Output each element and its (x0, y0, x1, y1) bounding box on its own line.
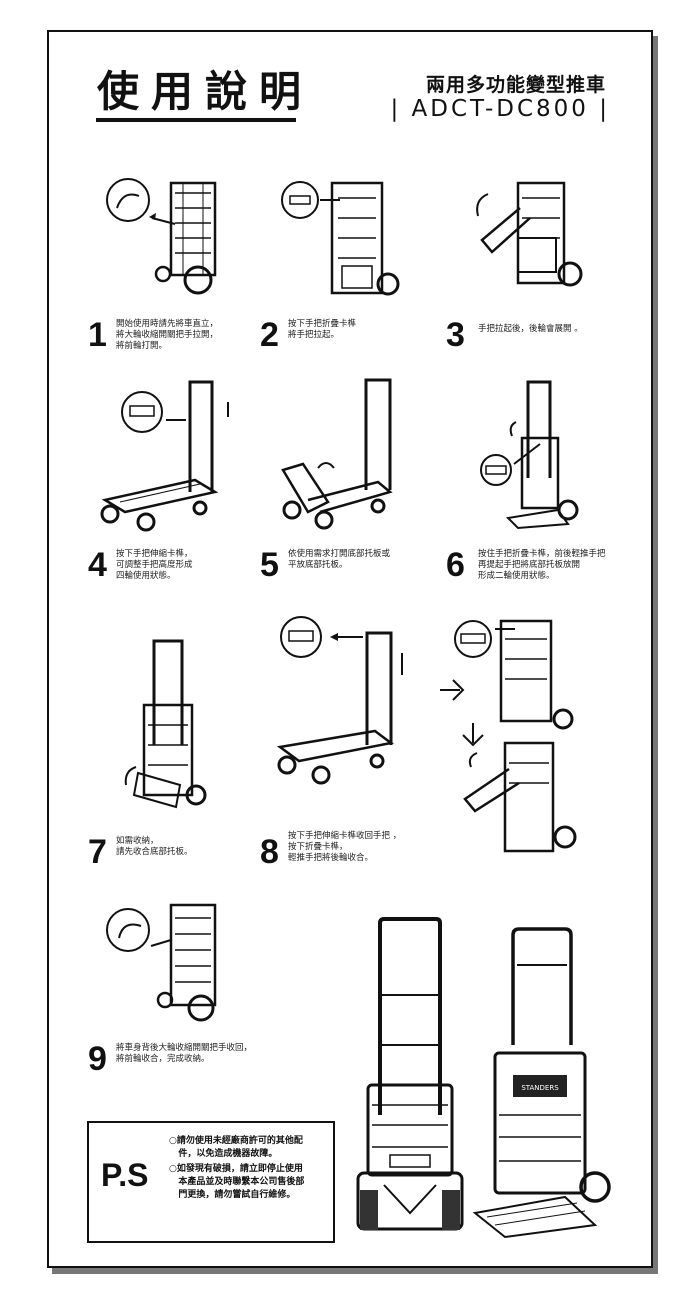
page-title: 使用說明 (97, 67, 314, 116)
step-9-text: 將車身背後大輪收縮開關把手收回， 將前輪收合，完成收納。 (116, 1043, 253, 1064)
step-3-illustration (476, 181, 583, 287)
ps-note-2: ○如發現有破損，請立即停止使用 本產品並及時聯繫本公司售後部 門更換，請勿嘗試自… (169, 1164, 305, 1200)
step-3-number: 3 (446, 316, 465, 354)
step-7-number: 7 (88, 833, 107, 871)
step-2-text: 按下手把折疊卡榫 將手把拉起。 (288, 319, 357, 340)
ps-label: P.S (101, 1157, 149, 1193)
step-4-illustration (100, 380, 229, 532)
step-8-number: 8 (260, 833, 279, 871)
product-render-upright (356, 917, 464, 1231)
step-5-number: 5 (260, 546, 279, 584)
step-6-number: 6 (446, 546, 465, 584)
step-5-illustration (281, 378, 393, 530)
step-2-number: 2 (260, 316, 279, 354)
step-8-sequence-illustration (440, 619, 577, 853)
step-4-number: 4 (88, 546, 107, 584)
step-1-number: 1 (88, 316, 107, 354)
step-1-illustration (106, 178, 217, 295)
ps-notice: P.S ○請勿使用未經廠商許可的其他配 件，以免造成機器故障。 ○如發現有破損，… (87, 1121, 335, 1243)
step-4-text: 按下手把伸縮卡榫， 可調整手把高度形成 四輪使用狀態。 (116, 549, 193, 581)
step-3-text: 手把拉起後，後輪會展開 。 (478, 324, 583, 334)
brand-label: STANDERS (521, 1084, 559, 1092)
step-7-text: 如需收納， 請先收合底部托板。 (116, 836, 193, 857)
step-7-illustration (124, 639, 207, 809)
step-8-illustration (276, 616, 403, 785)
model-code: | ADCT-DC800 | (390, 96, 610, 122)
product-render-folded: STANDERS (472, 927, 611, 1239)
step-9-illustration (106, 903, 217, 1022)
step-6-illustration (480, 380, 579, 530)
ps-note-1: ○請勿使用未經廠商許可的其他配 件，以免造成機器故障。 (169, 1136, 303, 1159)
step-9-number: 9 (88, 1040, 107, 1078)
step-5-text: 依使用需求打開底部托板或 平放底部托板。 (288, 549, 391, 570)
product-name: 兩用多功能變型推車 (425, 74, 606, 96)
step-8-text: 按下手把伸縮卡榫收回手把 ， 按下折疊卡榫， 輕推手把將後輪收合。 (288, 831, 402, 863)
step-6-text: 按住手把折疊卡榫，前後輕推手把 再提起手把將底部托板放開 形成二輪使用狀態。 (478, 549, 606, 581)
step-2-illustration (281, 181, 400, 296)
step-1-text: 開始使用時請先將車直立， 將大輪收縮開關把手拉開， 將前輪打開。 (116, 319, 219, 351)
title-underline (96, 118, 296, 122)
